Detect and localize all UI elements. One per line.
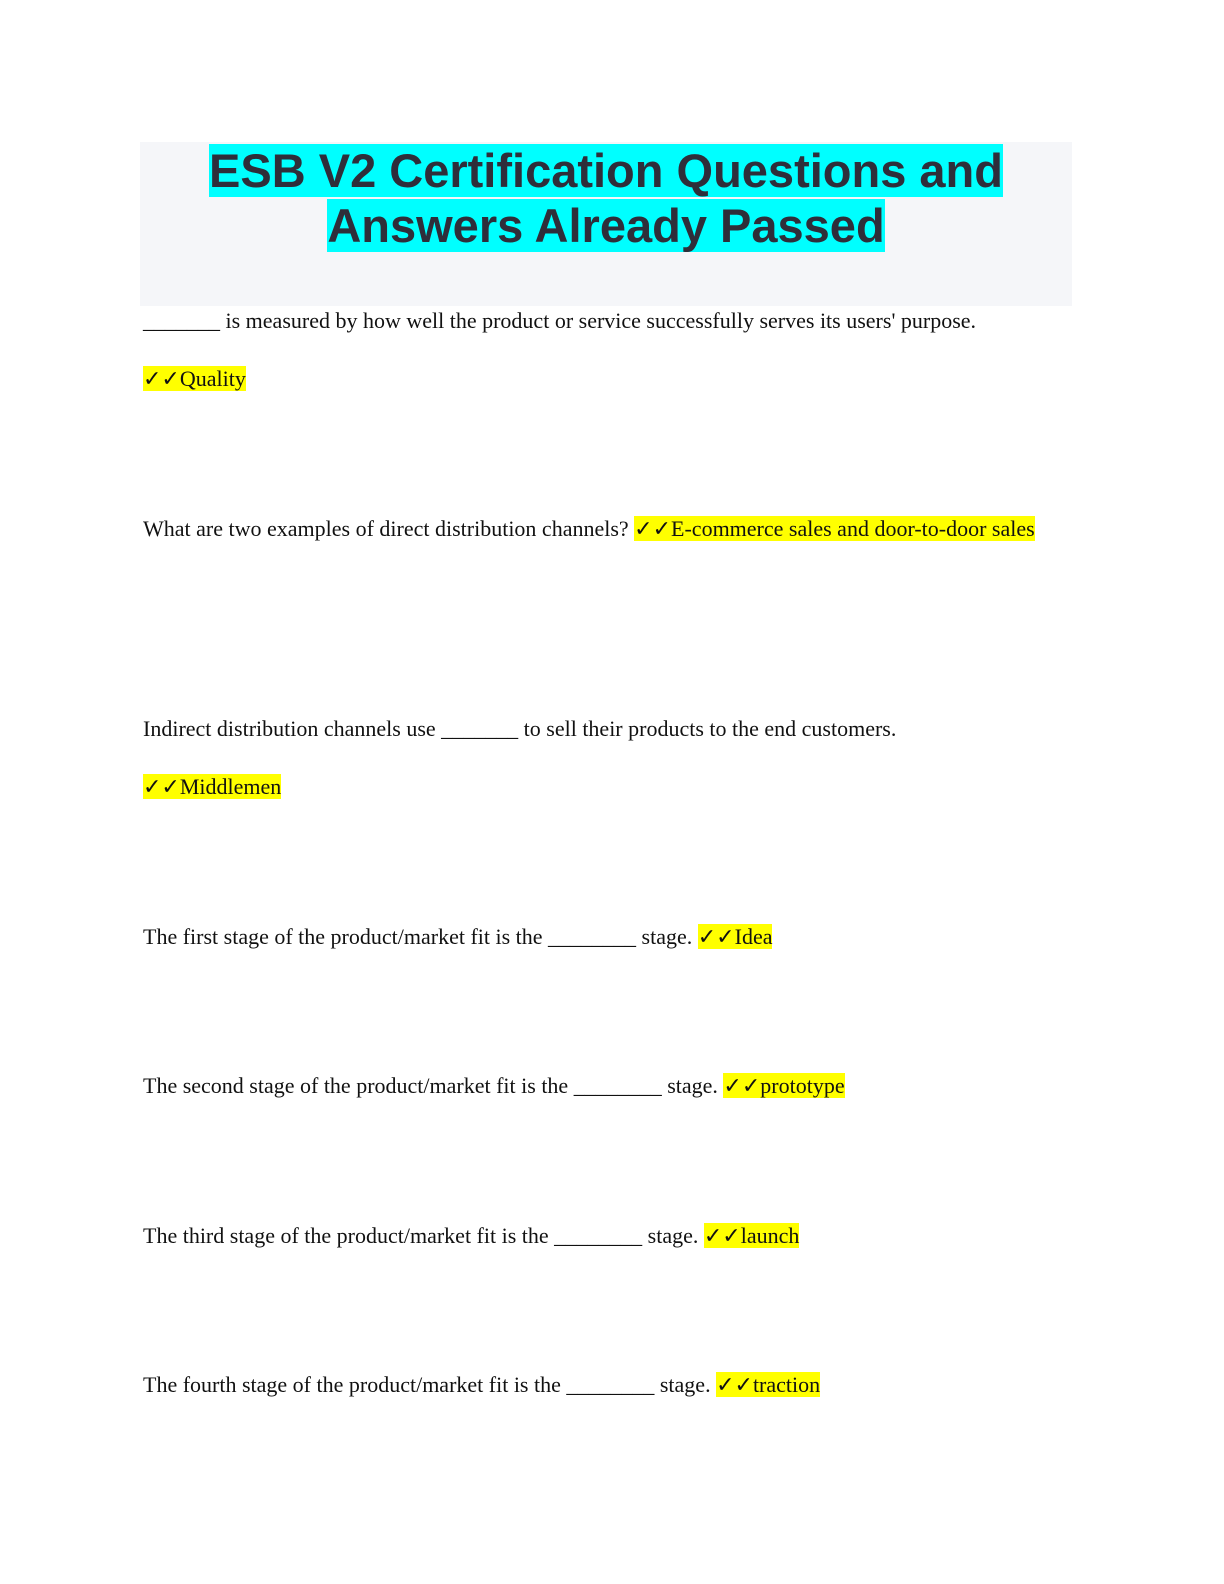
qa-item-7: The fourth stage of the product/market f… xyxy=(143,1356,1083,1414)
answer-4: ✓✓Idea xyxy=(697,924,773,949)
qa-item-4: The first stage of the product/market fi… xyxy=(143,908,1083,966)
answer-1: ✓✓Quality xyxy=(143,366,246,391)
question-5: The second stage of the product/market f… xyxy=(143,1073,718,1098)
title-line-2: Answers Already Passed xyxy=(327,199,885,252)
answer-2: ✓✓E-commerce sales and door-to-door sale… xyxy=(634,516,1035,541)
question-3: Indirect distribution channels use _____… xyxy=(143,716,897,741)
question-1: _______ is measured by how well the prod… xyxy=(143,308,977,333)
answer-3: ✓✓Middlemen xyxy=(143,774,282,799)
qa-item-1: _______ is measured by how well the prod… xyxy=(143,292,1083,408)
qa-item-6: The third stage of the product/market fi… xyxy=(143,1207,1083,1265)
title-line-1: ESB V2 Certification Questions and xyxy=(209,144,1003,197)
question-6: The third stage of the product/market fi… xyxy=(143,1223,699,1248)
question-2: What are two examples of direct distribu… xyxy=(143,516,629,541)
answer-5: ✓✓prototype xyxy=(723,1073,845,1098)
qa-item-2: What are two examples of direct distribu… xyxy=(143,500,1083,558)
answer-7: ✓✓traction xyxy=(716,1372,821,1397)
qa-item-5: The second stage of the product/market f… xyxy=(143,1057,1083,1115)
question-4: The first stage of the product/market fi… xyxy=(143,924,693,949)
question-7: The fourth stage of the product/market f… xyxy=(143,1372,711,1397)
document-title: ESB V2 Certification Questions and Answe… xyxy=(140,143,1072,253)
qa-item-3: Indirect distribution channels use _____… xyxy=(143,700,1083,816)
answer-6: ✓✓launch xyxy=(703,1223,800,1248)
